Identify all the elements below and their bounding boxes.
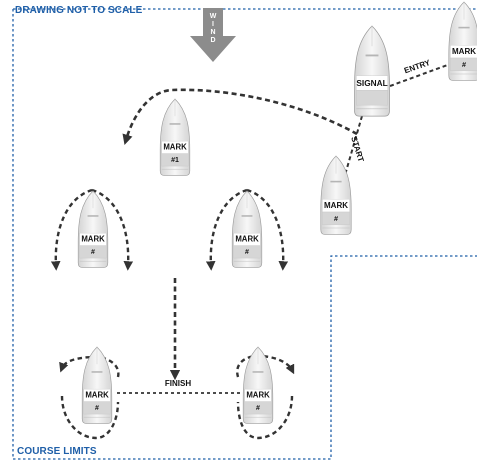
wind-letter-d: D bbox=[210, 37, 215, 44]
left-mark-rounding-arc-right bbox=[91, 188, 134, 271]
entry-mark-boat: MARK # bbox=[448, 1, 477, 81]
start-line-label: START bbox=[349, 135, 365, 163]
left-mark-rounding-arc-left bbox=[50, 188, 93, 271]
wind-letter-i: I bbox=[212, 21, 214, 28]
middle-mark-rounding-arc-right bbox=[246, 188, 289, 271]
course-limits-boundary bbox=[12, 8, 477, 460]
drawing-not-to-scale-label: DRAWING NOT TO SCALE bbox=[15, 5, 143, 16]
wind-letter-w: W bbox=[210, 13, 217, 20]
course-limits-label: COURSE LIMITS bbox=[17, 446, 97, 457]
mark-1-boat: MARK #1 bbox=[159, 98, 191, 176]
finish-right-rounding-arc-bottom bbox=[236, 395, 294, 440]
entry-mark-number: # bbox=[462, 60, 466, 69]
left-mark-number: # bbox=[91, 249, 95, 256]
mark-1-number: #1 bbox=[171, 157, 179, 164]
start-mark-boat: MARK # bbox=[320, 155, 352, 235]
finish-left-rounding-arc-bottom bbox=[60, 395, 120, 440]
wind-letter-n: N bbox=[210, 29, 215, 36]
finish-left-mark-boat: MARK # bbox=[81, 346, 113, 424]
finish-line-label: FINISH bbox=[165, 379, 191, 388]
start-mark-label: MARK bbox=[324, 201, 348, 210]
middle-mark-boat: MARK # bbox=[231, 190, 263, 268]
middle-mark-number: # bbox=[245, 249, 249, 256]
entry-mark-label: MARK bbox=[452, 47, 476, 56]
finish-right-mark-boat: MARK # bbox=[242, 346, 274, 424]
finish-left-mark-number: # bbox=[95, 405, 99, 412]
upwind-route-arrow bbox=[122, 88, 358, 145]
entry-line-label: ENTRY bbox=[403, 58, 432, 75]
signal-boat-label: SIGNAL bbox=[356, 79, 387, 88]
left-mark-boat: MARK # bbox=[77, 190, 109, 268]
finish-left-mark-label: MARK bbox=[85, 391, 109, 400]
left-mark-label: MARK bbox=[81, 235, 105, 244]
middle-mark-label: MARK bbox=[235, 235, 259, 244]
signal-boat: SIGNAL bbox=[354, 25, 390, 117]
middle-mark-rounding-arc-left bbox=[205, 188, 248, 271]
start-mark-number: # bbox=[334, 214, 338, 223]
finish-right-mark-number: # bbox=[256, 405, 260, 412]
finish-right-mark-label: MARK bbox=[246, 391, 270, 400]
wind-arrow-icon bbox=[190, 8, 236, 62]
mark-1-label: MARK bbox=[163, 143, 187, 152]
